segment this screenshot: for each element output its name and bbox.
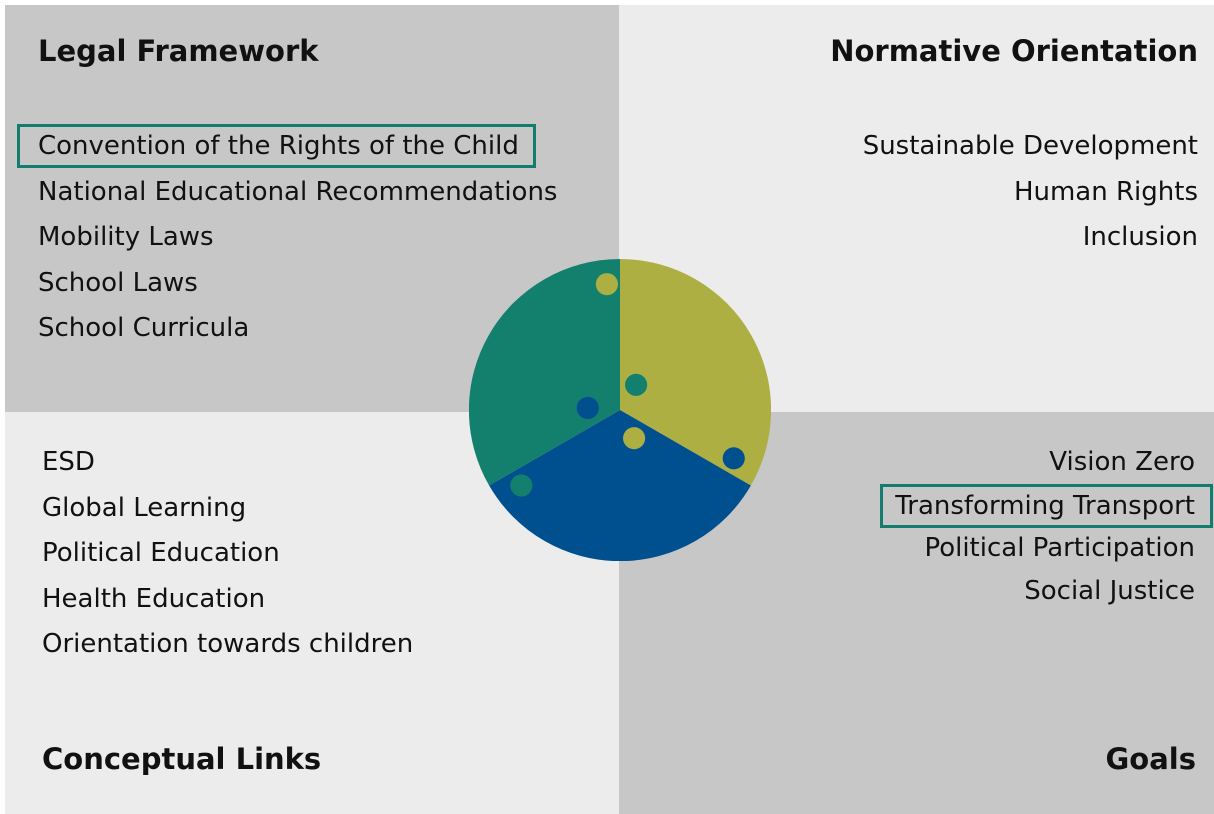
puzzle-tab-teal-left: [510, 474, 533, 497]
list-item: Health Education: [42, 583, 266, 614]
list-item: Inclusion: [1082, 222, 1198, 252]
normative-orientation-heading: Normative Orientation: [830, 34, 1198, 68]
puzzle-tab-olive-center: [623, 427, 646, 450]
goals-heading: Goals: [1105, 742, 1197, 776]
highlighted-item-transforming-transport: Transforming Transport: [880, 484, 1213, 528]
legal-framework-heading: Legal Framework: [38, 34, 319, 68]
puzzle-piece-teal: [469, 259, 620, 486]
goals-list: Vision Zero Transforming Transport Polit…: [880, 441, 1213, 613]
list-item: Global Learning: [42, 492, 247, 523]
puzzle-tab-blue-right: [722, 447, 745, 470]
list-item: Human Rights: [1013, 176, 1198, 207]
list-item: Political Education: [42, 538, 280, 568]
list-item: Mobility Laws: [38, 222, 214, 252]
list-item: Sustainable Development: [862, 131, 1198, 161]
list-item: Transforming Transport: [880, 484, 1213, 528]
conceptual-links-heading: Conceptual Links: [42, 742, 322, 776]
conceptual-links-list: ESD Global Learning Political Education …: [42, 440, 413, 668]
puzzle-tab-teal-center: [625, 373, 648, 396]
list-item: National Educational Recommendations: [38, 176, 558, 207]
puzzle-tab-blue-center: [576, 396, 599, 420]
list-item: Vision Zero: [1049, 447, 1195, 477]
list-item: Social Justice: [1024, 576, 1195, 606]
list-item: Political Participation: [924, 533, 1195, 563]
list-item: ESD: [42, 447, 95, 477]
puzzle-circle-icon: [469, 259, 771, 561]
highlighted-item-convention: Convention of the Rights of the Child: [17, 124, 536, 168]
list-item: Orientation towards children: [42, 629, 414, 659]
list-item: Convention of the Rights of the Child: [17, 124, 557, 170]
list-item: School Curricula: [38, 313, 250, 343]
legal-framework-list: Convention of the Rights of the Child Na…: [17, 124, 558, 352]
puzzle-piece-olive: [620, 259, 771, 486]
puzzle-tab-teal-top: [595, 273, 618, 296]
normative-orientation-list: Sustainable Development Human Rights Inc…: [863, 124, 1198, 261]
list-item: School Laws: [38, 267, 198, 298]
